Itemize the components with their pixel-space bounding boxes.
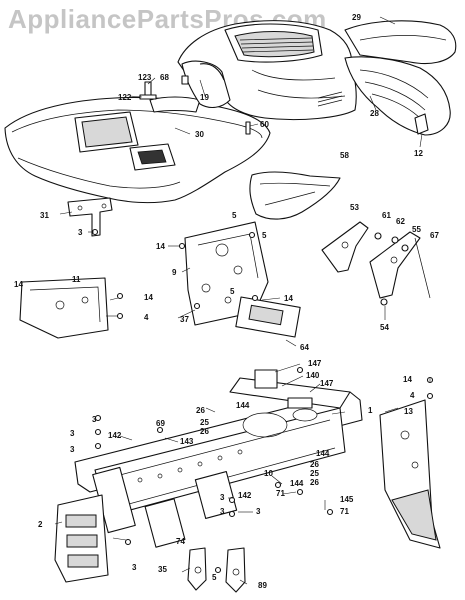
callout-143: 143 xyxy=(180,437,194,446)
callout-14c: 14 xyxy=(144,293,153,302)
callout-54: 54 xyxy=(380,323,389,332)
callout-9: 9 xyxy=(172,268,177,277)
callout-26a: 26 xyxy=(196,406,205,415)
callout-14b: 14 xyxy=(14,280,23,289)
callout-5a: 5 xyxy=(232,211,237,220)
callout-14e: 14 xyxy=(403,375,412,384)
callout-3h: 3 xyxy=(132,563,137,572)
callout-13: 13 xyxy=(404,407,413,416)
callout-145: 145 xyxy=(340,495,354,504)
callout-25b: 25 xyxy=(310,469,319,478)
callout-4a: 4 xyxy=(144,313,149,322)
callout-69: 69 xyxy=(156,419,165,428)
callout-61: 61 xyxy=(382,211,391,220)
callout-144b: 144 xyxy=(316,449,330,458)
callout-37: 37 xyxy=(180,315,189,324)
callout-26d: 26 xyxy=(310,478,319,487)
callout-2: 2 xyxy=(38,520,43,529)
bottom-brackets xyxy=(187,547,246,593)
callout-58: 58 xyxy=(340,151,349,160)
right-side-plate xyxy=(379,399,441,549)
callout-28: 28 xyxy=(370,109,379,118)
heat-shield xyxy=(249,171,341,220)
callout-3b: 3 xyxy=(92,415,97,424)
callout-144a: 144 xyxy=(236,401,250,410)
callout-71a: 71 xyxy=(276,489,285,498)
callout-3a: 3 xyxy=(78,228,83,237)
callout-74: 74 xyxy=(176,537,185,546)
fender-assembly xyxy=(4,96,271,204)
callout-31: 31 xyxy=(40,211,49,220)
callout-29: 29 xyxy=(352,13,361,22)
callout-89: 89 xyxy=(258,581,267,590)
callout-5b: 5 xyxy=(262,231,267,240)
callout-142b: 142 xyxy=(238,491,252,500)
callout-3c: 3 xyxy=(70,429,75,438)
grille-assembly xyxy=(344,20,457,136)
main-frame xyxy=(74,369,363,548)
left-side-plate xyxy=(19,277,109,339)
callout-19: 19 xyxy=(200,93,209,102)
callout-147b: 147 xyxy=(320,379,334,388)
callout-144c: 144 xyxy=(290,479,304,488)
callout-30: 30 xyxy=(195,130,204,139)
callout-11: 11 xyxy=(72,275,81,284)
callout-55: 55 xyxy=(412,225,421,234)
steering-linkage xyxy=(321,221,431,306)
callout-60: 60 xyxy=(260,120,269,129)
callout-140: 140 xyxy=(306,371,320,380)
callout-14a: 14 xyxy=(156,242,165,251)
callout-26b: 26 xyxy=(200,427,209,436)
callout-1: 1 xyxy=(368,406,373,415)
callout-35: 35 xyxy=(158,565,167,574)
callout-5d: 5 xyxy=(212,573,217,582)
callout-4b: 4 xyxy=(410,391,415,400)
seat-bracket xyxy=(67,197,113,237)
callout-5c: 5 xyxy=(230,287,235,296)
hood-assembly xyxy=(177,20,357,121)
callout-62: 62 xyxy=(396,217,405,226)
callout-10: 10 xyxy=(264,469,273,478)
leader-lines xyxy=(54,16,431,585)
callout-147a: 147 xyxy=(308,359,322,368)
side-panel-center xyxy=(184,221,301,338)
callout-67: 67 xyxy=(430,231,439,240)
callout-3g: 3 xyxy=(256,507,261,516)
callout-64: 64 xyxy=(300,343,309,352)
callout-68: 68 xyxy=(160,73,169,82)
callout-3e: 3 xyxy=(220,493,225,502)
callout-53: 53 xyxy=(350,203,359,212)
callout-25a: 25 xyxy=(200,418,209,427)
callout-labels: 29 123 68 122 19 28 30 60 12 58 31 3 53 … xyxy=(14,13,439,590)
callout-3f: 3 xyxy=(220,507,225,516)
callout-122: 122 xyxy=(118,93,132,102)
front-plate xyxy=(54,494,109,583)
callout-142a: 142 xyxy=(108,431,122,440)
callout-123: 123 xyxy=(138,73,152,82)
callout-71b: 71 xyxy=(340,507,349,516)
callout-3d: 3 xyxy=(70,445,75,454)
callout-12: 12 xyxy=(414,149,423,158)
callout-26c: 26 xyxy=(310,460,319,469)
hardware-bolts xyxy=(91,228,434,574)
callout-14d: 14 xyxy=(284,294,293,303)
hood-hardware xyxy=(139,75,251,135)
